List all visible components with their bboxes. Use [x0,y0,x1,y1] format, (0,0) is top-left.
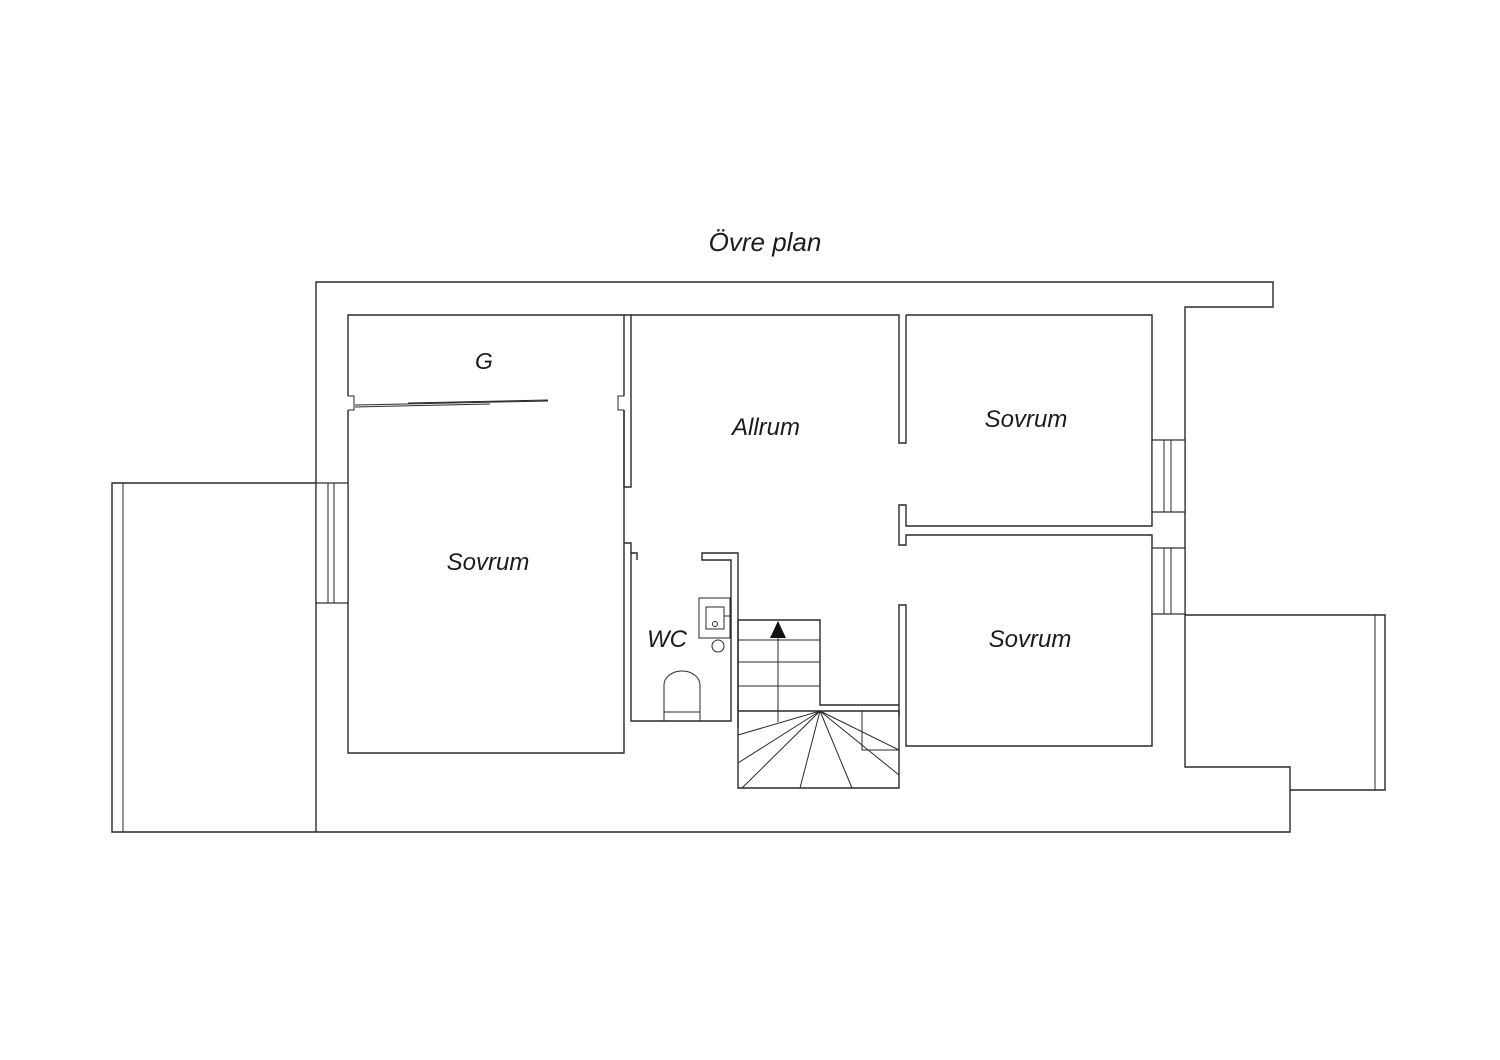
window-top-right [1151,439,1186,513]
plan-title: Övre plan [709,227,822,257]
bedroom-left-walls [347,410,625,754]
left-balcony [111,482,316,833]
right-balcony [1185,614,1386,791]
staircase [737,619,900,789]
room-label-bedroom-left: Sovrum [447,549,530,576]
wardrobe-sliding-doors [348,395,624,411]
arrow-up-icon [770,621,786,722]
toilet-icon [663,639,725,721]
corridor-walls [623,314,638,560]
storage-walls [347,314,625,396]
outer-wall [315,281,1291,833]
sink-icon [698,597,731,639]
wc-walls [630,552,739,728]
window-left [315,482,349,604]
room-label-family-room: Allrum [730,414,800,441]
room-label-bedroom-bottom-right: Sovrum [989,626,1072,653]
room-label-bedroom-top-right: Sovrum [985,406,1068,433]
family-room-walls [631,314,907,444]
window-bottom-right [1151,547,1186,615]
room-label-storage: G [475,348,493,374]
room-label-toilet: WC [647,626,688,653]
bedroom-top-right-walls [898,314,1153,747]
